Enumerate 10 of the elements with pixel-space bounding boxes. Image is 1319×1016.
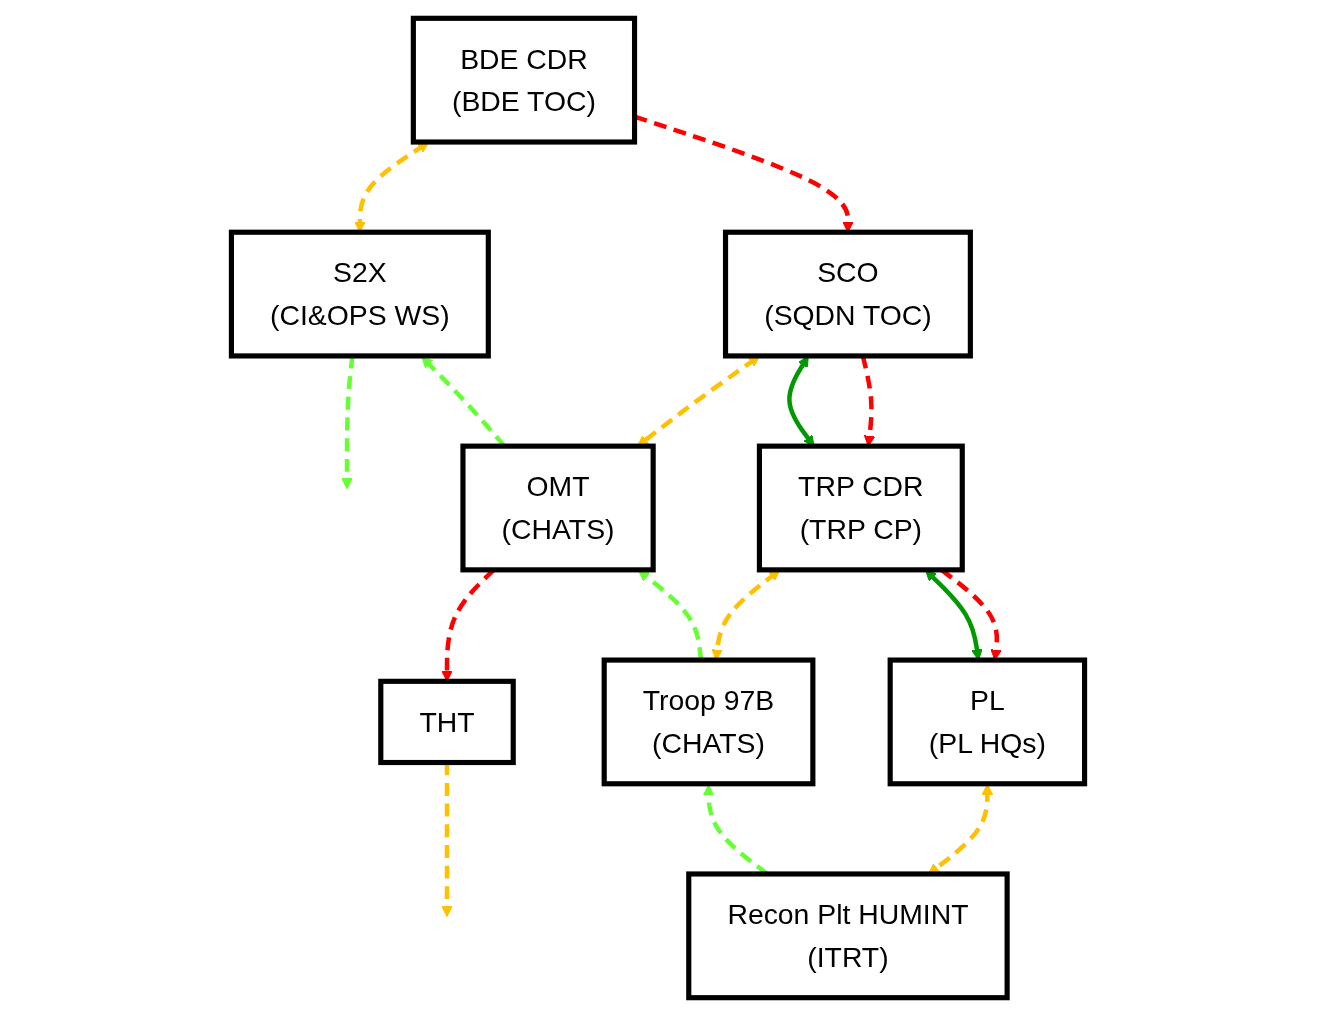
node-box — [410, 15, 638, 145]
node-box — [378, 678, 516, 766]
node-box — [722, 229, 973, 359]
node-box — [601, 657, 816, 787]
node-box — [228, 229, 491, 359]
node-box — [887, 657, 1088, 787]
diagram: BDE CDR (BDE TOC) S2X (CI&OPS WS) SCO (SQDN TOC) OMT (CHATS) THT TRP CDR (TRP CP) Troop 97B (CHATS) PL (PL HQs) Recon Plt HUMINT (ITRT) — [8, 8, 1308, 1008]
node-box — [756, 443, 965, 573]
node-box — [460, 443, 656, 573]
node-box — [686, 871, 1010, 1001]
